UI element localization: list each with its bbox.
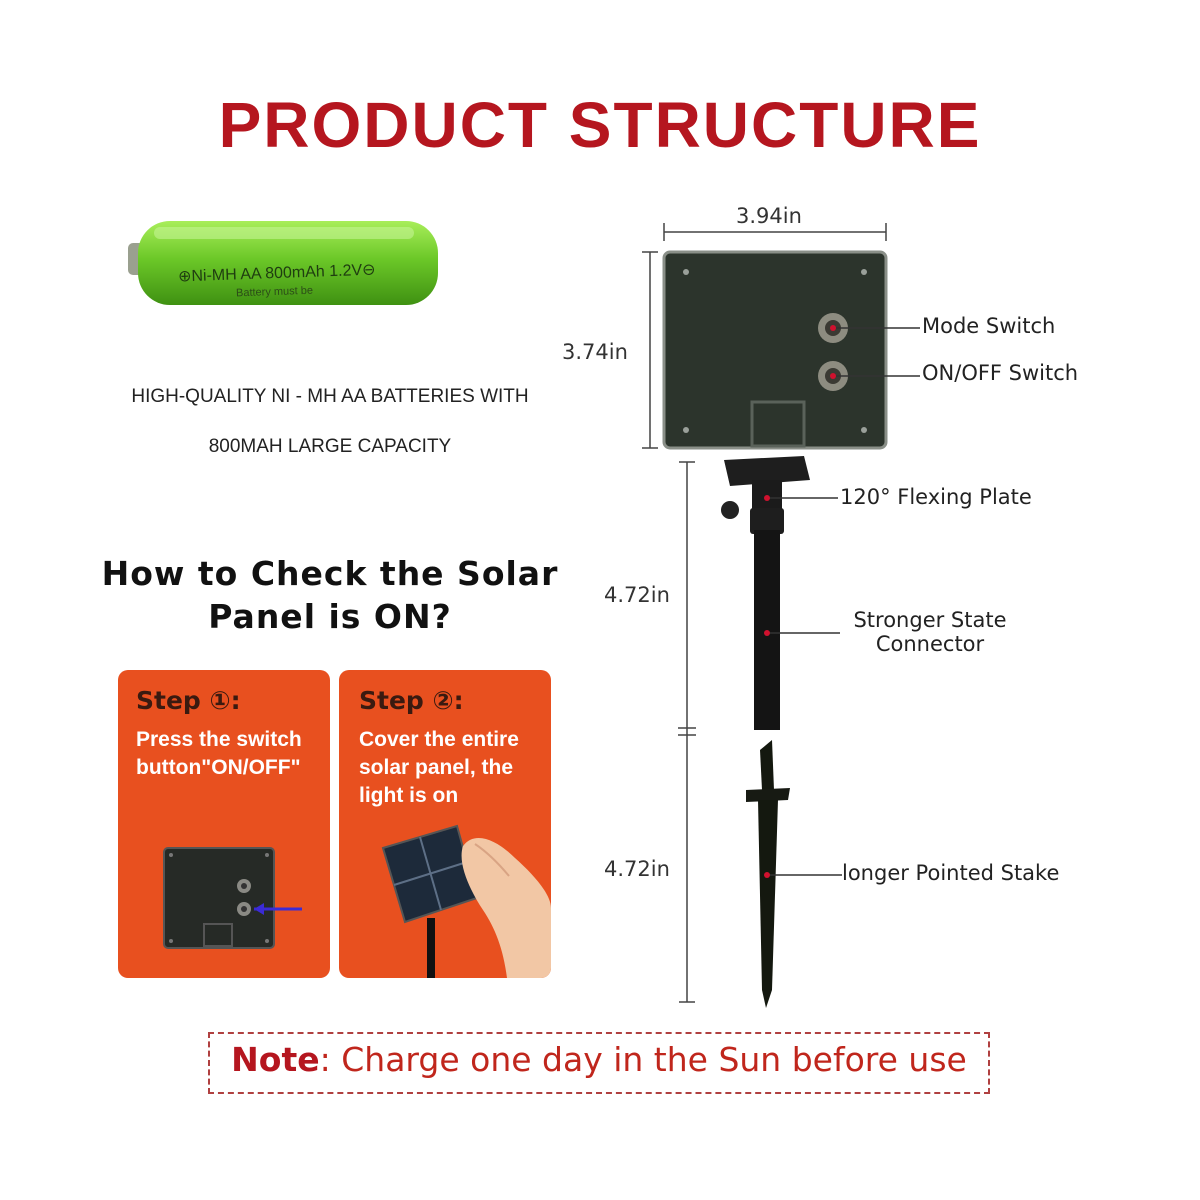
solar-panel-diagram [642,223,920,1008]
step-2-panel-hand-image [381,824,551,978]
howto-line-2: Panel is ON? [208,597,452,636]
dimension-width: 3.94in [736,204,802,228]
dimension-height: 3.74in [562,340,628,364]
callout-onoff-switch: ON/OFF Switch [922,361,1079,385]
battery-description-2: 800MAH LARGE CAPACITY [208,436,452,457]
step-1-text: Press the switch button"ON/OFF" [136,726,302,782]
howto-line-1: How to Check the Solar [101,554,559,593]
step-2-line-2: solar panel, the [359,756,514,779]
callout-mode-switch: Mode Switch [922,314,1056,338]
battery-description-1: HIGH-QUALITY NI - MH AA BATTERIES WITH [131,386,529,407]
step-1-line-1: Press the switch [136,728,302,751]
callout-pointed-stake: longer Pointed Stake [842,861,1060,885]
step-2-card: Step ②: Cover the entire solar panel, th… [339,670,551,978]
note-box [208,1032,990,1094]
note: Note: Charge one day in the Sun before u… [208,1040,990,1079]
step-1-line-2: button"ON/OFF" [136,756,301,779]
step-2-line-1: Cover the entire [359,728,519,751]
note-label: Note [231,1040,320,1079]
battery-illustration [128,221,438,305]
step-2-title: Step ②: [359,686,464,715]
step-1-panel-image [163,847,302,949]
note-text: : Charge one day in the Sun before use [319,1040,967,1079]
dimension-stake-upper: 4.72in [604,583,670,607]
step-2-line-3: light is on [359,784,459,807]
step-1-title: Step ①: [136,686,241,715]
callout-flexing-plate: 120° Flexing Plate [840,485,1032,509]
page-title: PRODUCT STRUCTURE [218,89,982,161]
dimension-stake-lower: 4.72in [604,857,670,881]
step-2-text: Cover the entire solar panel, the light … [359,726,519,810]
callout-connector-line-1: Stronger State [853,608,1007,632]
callout-connector: Stronger State Connector [840,608,1020,656]
howto-heading: How to Check the Solar Panel is ON? [60,552,600,638]
callout-connector-line-2: Connector [875,632,985,656]
step-1-card: Step ①: Press the switch button"ON/OFF" [118,670,330,978]
